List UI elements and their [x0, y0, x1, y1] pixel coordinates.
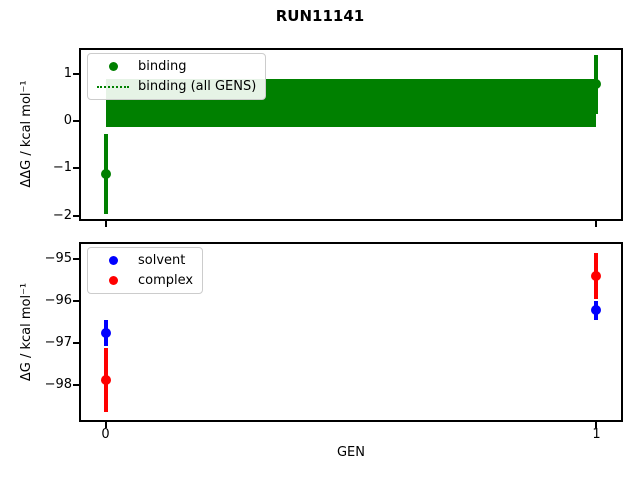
- x-tick: [595, 221, 598, 227]
- x-tick-label: 1: [592, 427, 601, 442]
- y-tick: [73, 73, 79, 76]
- legend-dot: [108, 276, 118, 285]
- y-tick: [73, 258, 79, 261]
- y-tick-label: −98: [44, 376, 72, 392]
- y-tick-label: 1: [63, 66, 72, 82]
- y-tick: [73, 214, 79, 217]
- x-tick: [104, 221, 107, 227]
- y-tick-label: −96: [44, 293, 72, 309]
- y-tick: [73, 167, 79, 170]
- legend-dot: [108, 62, 118, 71]
- legend-dot: [108, 256, 118, 265]
- legend-label: complex: [138, 273, 194, 288]
- data-point-marker: [591, 271, 602, 282]
- y-tick: [73, 120, 79, 123]
- legend-row: binding (all GENS): [97, 77, 256, 96]
- data-point-marker: [100, 328, 111, 339]
- solvent-complex-plot-axes: −95 −96 −97 −98 0 1 solvent complex: [45, 242, 623, 442]
- x-tick: [595, 422, 598, 428]
- y-tick: [73, 342, 79, 345]
- legend-marker-icon: [97, 256, 129, 265]
- y-tick-label: −95: [44, 251, 72, 267]
- legend-marker-icon: [97, 276, 129, 285]
- figure-title: RUN11141: [275, 7, 365, 25]
- legend-row: binding: [97, 57, 256, 76]
- legend-dotted-line-icon: [97, 85, 129, 88]
- y-tick: [73, 383, 79, 386]
- y-tick-label: −97: [44, 335, 72, 351]
- legend-label: solvent: [138, 253, 186, 268]
- legend-row: complex: [97, 271, 193, 290]
- x-tick-label: 0: [101, 427, 110, 442]
- legend-marker-icon: [97, 62, 129, 71]
- data-point-marker: [591, 305, 602, 316]
- legend-label: binding: [138, 59, 187, 74]
- legend-label: binding (all GENS): [138, 79, 257, 94]
- data-point-marker: [100, 374, 111, 385]
- x-axis-label: GEN: [336, 445, 365, 460]
- legend: binding binding (all GENS): [87, 53, 267, 100]
- data-point-marker: [591, 79, 602, 90]
- y-tick-label: 0: [63, 113, 72, 129]
- y-tick: [73, 300, 79, 303]
- x-tick: [104, 422, 107, 428]
- y-tick-label: −1: [52, 160, 72, 176]
- data-point-marker: [100, 169, 111, 180]
- legend: solvent complex: [87, 247, 204, 294]
- binding-plot-axes: 1 0 −1 −2 binding binding (all GENS): [53, 48, 623, 227]
- y-tick-label: −2: [52, 207, 72, 223]
- legend-row: solvent: [97, 251, 193, 270]
